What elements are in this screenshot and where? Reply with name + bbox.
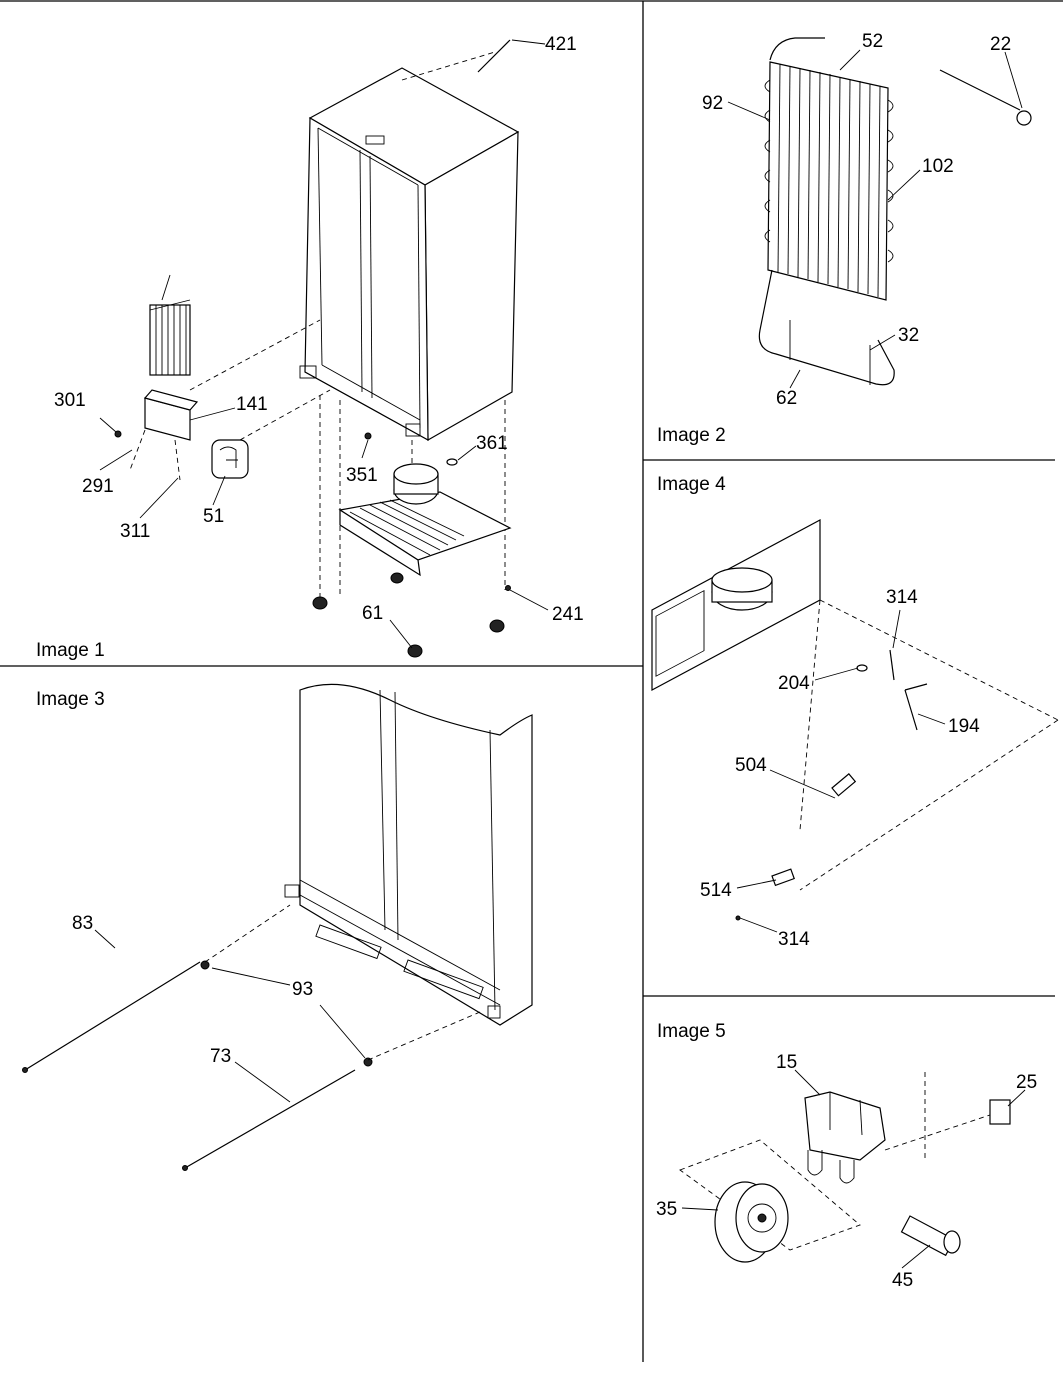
image1-caption: Image 1 xyxy=(36,640,105,661)
callout-314-bottom: 314 xyxy=(778,929,810,950)
callout-52: 52 xyxy=(862,31,883,52)
callout-204: 204 xyxy=(778,673,810,694)
callout-514: 514 xyxy=(700,880,732,901)
image5-drawing xyxy=(679,1069,1026,1269)
image1-drawing xyxy=(99,39,549,658)
callout-361: 361 xyxy=(476,433,508,454)
callout-314-top: 314 xyxy=(886,587,918,608)
callout-92: 92 xyxy=(702,93,723,114)
callout-194: 194 xyxy=(948,716,980,737)
callout-73: 73 xyxy=(210,1046,231,1067)
image4-caption: Image 4 xyxy=(657,474,726,495)
image5-caption: Image 5 xyxy=(657,1021,726,1042)
callout-32: 32 xyxy=(898,325,919,346)
callout-311: 311 xyxy=(120,521,150,542)
image2-caption: Image 2 xyxy=(657,425,726,446)
callout-15: 15 xyxy=(776,1052,797,1073)
image3-caption: Image 3 xyxy=(36,689,105,710)
callout-62: 62 xyxy=(776,388,797,409)
callout-291: 291 xyxy=(82,476,114,497)
callout-504: 504 xyxy=(735,755,767,776)
callout-141: 141 xyxy=(236,394,268,415)
callout-35: 35 xyxy=(656,1199,677,1220)
callout-51: 51 xyxy=(203,506,224,527)
callout-351: 351 xyxy=(346,465,378,486)
callout-22: 22 xyxy=(990,34,1011,55)
callout-61: 61 xyxy=(362,603,383,624)
image4-drawing xyxy=(651,518,1059,933)
image3-drawing xyxy=(22,683,533,1171)
image2-drawing xyxy=(727,37,1032,389)
callout-45: 45 xyxy=(892,1270,913,1291)
callout-83: 83 xyxy=(72,913,93,934)
callout-301: 301 xyxy=(54,390,86,411)
callout-421: 421 xyxy=(545,34,577,55)
callout-102: 102 xyxy=(922,156,954,177)
callout-241: 241 xyxy=(552,604,584,625)
callout-25: 25 xyxy=(1016,1072,1037,1093)
callout-93: 93 xyxy=(292,979,313,1000)
